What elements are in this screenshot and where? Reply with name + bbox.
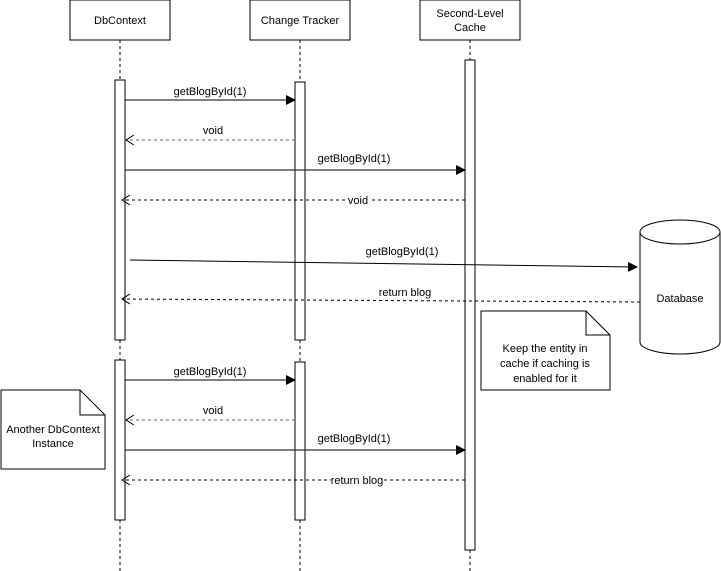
- activation-tracker-1: [294, 81, 306, 341]
- activation-cache: [464, 59, 476, 551]
- participant-label-line-1: Second-Level: [436, 8, 503, 20]
- database-label: Database: [656, 293, 703, 305]
- message-5[interactable]: getBlogById(1): [129, 246, 638, 272]
- message-label: void: [348, 195, 368, 207]
- message-label: getBlogById(1): [318, 153, 391, 165]
- note-line-2: cache if caching is: [500, 358, 590, 370]
- message-2[interactable]: void: [125, 125, 295, 146]
- message-label: getBlogById(1): [174, 366, 247, 378]
- message-label: void: [203, 125, 223, 137]
- message-1[interactable]: getBlogById(1): [125, 86, 296, 105]
- note-another-instance[interactable]: Another DbContext Instance: [0, 389, 106, 470]
- message-9[interactable]: getBlogById(1): [125, 433, 466, 455]
- message-label: getBlogById(1): [174, 86, 247, 98]
- message-3[interactable]: getBlogById(1): [125, 153, 466, 175]
- participant-change-tracker[interactable]: Change Tracker: [249, 0, 351, 41]
- message-4[interactable]: void: [121, 194, 465, 207]
- note-line-2: Instance: [32, 438, 74, 450]
- participant-label: Change Tracker: [261, 15, 340, 27]
- activation-dbcontext-1: [114, 79, 126, 341]
- note-line-1: Keep the entity in: [502, 343, 587, 355]
- activation-tracker-2: [294, 361, 306, 521]
- message-7[interactable]: getBlogById(1): [125, 366, 296, 385]
- participant-label-line-2: Cache: [454, 22, 486, 34]
- message-6[interactable]: return blog: [121, 287, 641, 305]
- note-cache-entity[interactable]: Keep the entity in cache if caching is e…: [480, 310, 611, 391]
- participant-label: DbContext: [94, 15, 146, 27]
- message-label: return blog: [331, 475, 384, 487]
- activation-dbcontext-2: [114, 359, 126, 521]
- message-label: void: [203, 405, 223, 417]
- message-label: return blog: [379, 287, 432, 299]
- participant-second-level-cache[interactable]: Second-Level Cache: [419, 0, 521, 41]
- note-line-3: enabled for it: [513, 373, 577, 385]
- message-label: getBlogById(1): [366, 246, 439, 258]
- participant-dbcontext[interactable]: DbContext: [69, 0, 171, 41]
- message-8[interactable]: void: [125, 405, 295, 426]
- message-10[interactable]: return blog: [121, 474, 465, 487]
- database[interactable]: Database: [639, 219, 721, 355]
- note-line-1: Another DbContext: [6, 424, 100, 436]
- message-label: getBlogById(1): [318, 433, 391, 445]
- database-cylinder-icon: [639, 219, 721, 355]
